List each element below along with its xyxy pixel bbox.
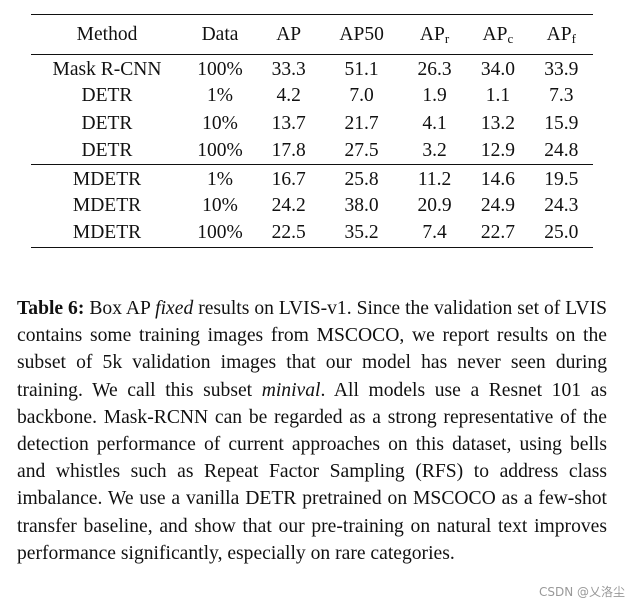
header-apr-subscript: r — [444, 30, 450, 46]
cell-apr: 1.9 — [422, 85, 447, 106]
caption-italic-fixed: fixed — [155, 298, 194, 319]
table-header-row: Method Data AP AP50 APr APc APf — [31, 14, 593, 55]
cell-ap: 4.2 — [276, 85, 301, 106]
header-apc-subscript: c — [507, 30, 514, 46]
results-table: Method Data AP AP50 APr APc APf Mask R-C… — [31, 14, 593, 248]
table-row: MDETR 1% 16.7 25.8 11.2 14.6 19.5 — [31, 164, 593, 192]
cell-apf: 7.3 — [549, 85, 574, 106]
cell-data: 10% — [202, 112, 238, 134]
header-apf: APf — [529, 14, 593, 55]
cell-ap50: 51.1 — [344, 58, 379, 80]
cell-ap50: 38.0 — [344, 195, 379, 216]
cell-method: Mask R-CNN — [52, 58, 162, 80]
cell-ap: 17.8 — [271, 139, 306, 161]
cell-apf: 24.8 — [544, 139, 579, 161]
cell-ap50: 21.7 — [344, 112, 379, 134]
watermark: CSDN @乂洛尘 — [538, 585, 625, 599]
table-row: DETR 1% 4.2 7.0 1.9 1.1 7.3 — [31, 82, 593, 110]
header-method-label: Method — [76, 23, 138, 45]
header-data-label: Data — [201, 23, 239, 45]
cell-data: 100% — [197, 139, 243, 161]
cell-apr: 11.2 — [402, 164, 467, 192]
cell-method: DETR — [81, 112, 133, 134]
cell-apc: 22.7 — [466, 219, 530, 248]
cell-ap: 24.2 — [271, 195, 306, 216]
cell-apf: 15.9 — [544, 112, 579, 134]
cell-apc: 34.0 — [480, 58, 515, 80]
cell-apr: 7.4 — [402, 219, 467, 248]
cell-ap: 16.7 — [257, 164, 321, 192]
cell-apr: 26.3 — [417, 58, 452, 80]
caption-text-3: . All models use a Resnet 101 as backbon… — [17, 379, 607, 564]
header-ap-label: AP — [276, 23, 302, 45]
header-apf-subscript: f — [571, 30, 576, 46]
header-method: Method — [31, 14, 183, 55]
table-row: Mask R-CNN 100% 33.3 51.1 26.3 34.0 33.9 — [31, 55, 593, 83]
cell-apc: 14.6 — [466, 164, 530, 192]
cell-apf: 19.5 — [529, 164, 593, 192]
caption-label: Table 6: — [17, 298, 85, 319]
cell-apf: 24.3 — [544, 195, 579, 216]
cell-apc: 12.9 — [480, 139, 515, 161]
header-apc-label: AP — [482, 23, 508, 45]
table-row: MDETR 100% 22.5 35.2 7.4 22.7 25.0 — [31, 219, 593, 248]
header-apc: APc — [466, 14, 530, 55]
cell-method: DETR — [81, 139, 133, 161]
cell-data: 1% — [183, 164, 257, 192]
header-ap: AP — [257, 14, 321, 55]
header-apr: APr — [402, 14, 467, 55]
header-apr-label: AP — [419, 23, 445, 45]
cell-ap: 13.7 — [271, 112, 306, 134]
header-ap50-label: AP50 — [339, 23, 384, 45]
header-ap50: AP50 — [320, 14, 403, 55]
results-table-container: Method Data AP AP50 APr APc APf Mask R-C… — [31, 14, 593, 248]
cell-ap: 22.5 — [257, 219, 321, 248]
cell-method: DETR — [81, 85, 133, 106]
caption-text-1: Box AP — [84, 298, 156, 319]
table-row: DETR 100% 17.8 27.5 3.2 12.9 24.8 — [31, 137, 593, 165]
cell-ap50: 7.0 — [349, 85, 374, 106]
cell-ap50: 25.8 — [320, 164, 403, 192]
header-apf-label: AP — [546, 23, 572, 45]
cell-apr: 4.1 — [422, 112, 447, 134]
header-data: Data — [183, 14, 257, 55]
cell-apr: 3.2 — [422, 139, 447, 161]
cell-ap50: 27.5 — [344, 139, 379, 161]
cell-method: MDETR — [72, 195, 142, 216]
cell-data: 10% — [202, 195, 238, 216]
cell-method: MDETR — [31, 164, 183, 192]
caption-text-2: results on LVIS-v1. Since the validation… — [17, 298, 608, 401]
cell-ap: 33.3 — [271, 58, 306, 80]
cell-apf: 33.9 — [544, 58, 579, 80]
caption-italic-minival: minival — [261, 379, 321, 401]
cell-ap50: 35.2 — [320, 219, 403, 248]
cell-data: 100% — [197, 58, 243, 80]
table-row: DETR 10% 13.7 21.7 4.1 13.2 15.9 — [31, 110, 593, 138]
cell-method: MDETR — [31, 219, 183, 248]
cell-apf: 25.0 — [529, 219, 593, 248]
cell-data: 100% — [183, 219, 257, 248]
cell-apc: 1.1 — [485, 85, 511, 106]
cell-data: 1% — [207, 85, 233, 106]
cell-apr: 20.9 — [417, 195, 452, 216]
cell-apc: 24.9 — [480, 195, 515, 216]
table-caption: Table 6: Box AP fixed results on LVIS-v1… — [17, 295, 607, 567]
table-row: MDETR 10% 24.2 38.0 20.9 24.9 24.3 — [31, 192, 593, 220]
cell-apc: 13.2 — [480, 112, 515, 134]
